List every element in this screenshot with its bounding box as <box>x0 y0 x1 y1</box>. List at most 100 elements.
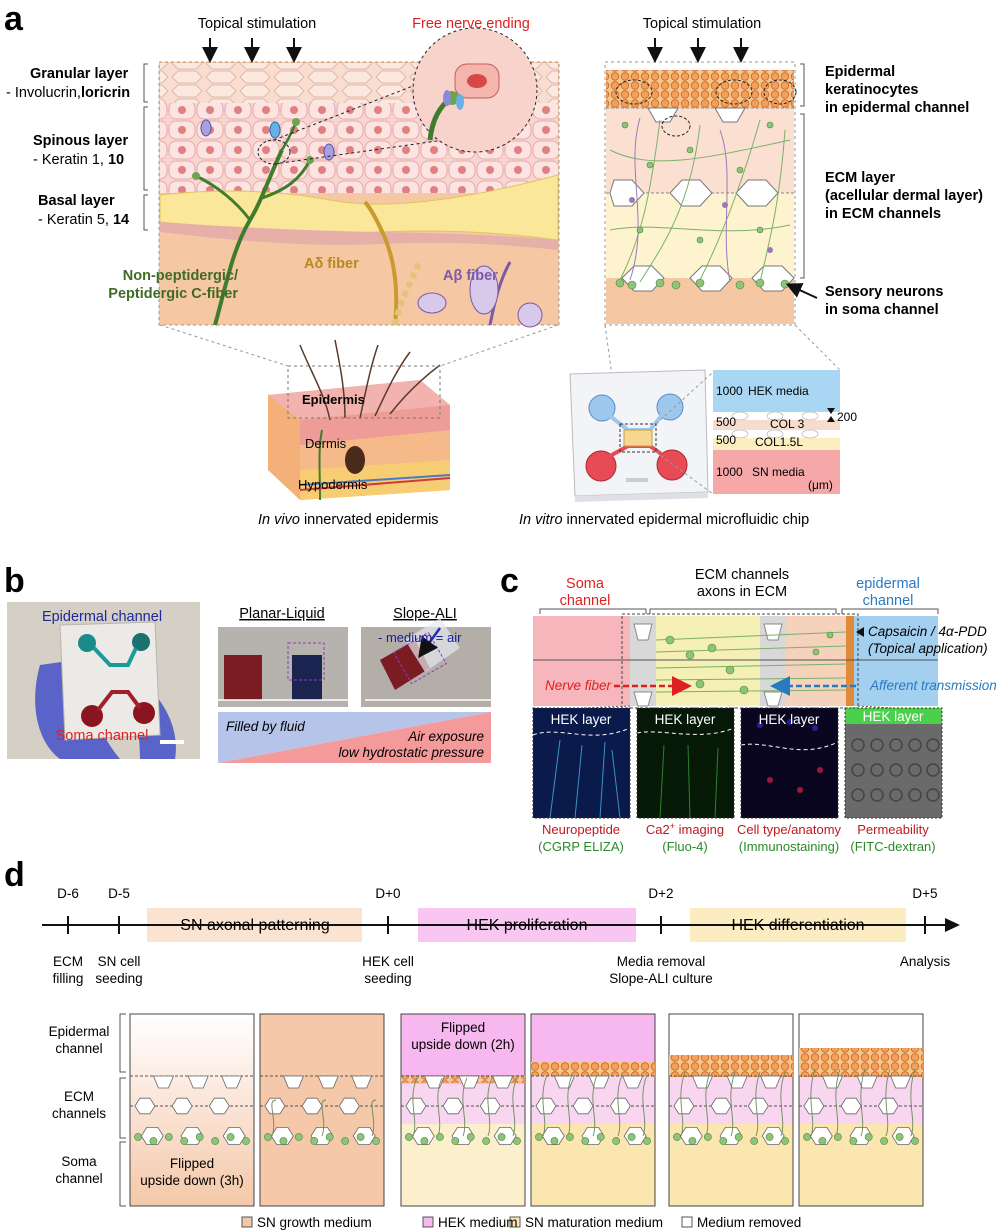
stage-6-neuron-7 <box>895 1133 904 1141</box>
flipped-3h-line-1: Flipped <box>170 1156 214 1171</box>
stage-3-axon-5 <box>512 1077 518 1137</box>
stage-6-neuron-3 <box>833 1133 842 1141</box>
topical-application-label: (Topical application) <box>868 641 988 656</box>
stage-2-top-post-3 <box>351 1075 373 1089</box>
assay-image-neuropeptide <box>532 707 631 819</box>
day-label-3: D+0 <box>375 886 400 901</box>
stage-4-neuron-3 <box>565 1133 574 1141</box>
sensory-neurons-label-2: in soma channel <box>825 302 939 318</box>
slope-ali-photo <box>361 618 491 707</box>
legend-hek: HEK medium <box>438 1215 518 1230</box>
panel-d-letter: d <box>4 856 25 894</box>
assay-4-method: (FITC-dextran) <box>850 839 935 854</box>
stage-5-mid-post-1 <box>673 1097 695 1115</box>
row-label-soma-2: channel <box>55 1171 102 1186</box>
stage-1-neuron-8 <box>242 1137 250 1145</box>
stage-5-neuron-2 <box>688 1137 697 1145</box>
stage-3-mid-post-1 <box>405 1097 427 1115</box>
stage-1-top-post-3 <box>221 1075 243 1089</box>
stage-3-neuron-1 <box>405 1133 413 1141</box>
stage-1-neuron-2 <box>149 1137 158 1145</box>
stage-1-neuron-6 <box>211 1137 220 1145</box>
epidermal-channel-c-label-2: channel <box>863 593 914 609</box>
c-fiber-label-2: Peptidergic C-fiber <box>108 286 238 302</box>
spinous-layer-title: Spinous layer <box>33 133 128 149</box>
stage-5-top-post-3 <box>760 1075 782 1089</box>
stage-3-neuron-8 <box>513 1137 521 1145</box>
assay-3-title: Cell type/anatomy <box>737 822 842 837</box>
a-delta-fiber-label: Aδ fiber <box>304 256 359 272</box>
spinous-layer-markers: - Keratin 1, 10 <box>33 152 124 168</box>
event-2-line-1: SN cell <box>98 954 141 969</box>
granular-layer-markers: - Involucrin,loricrin <box>6 85 130 101</box>
cross-section-num-3: 500 <box>716 433 736 447</box>
event-2-line-2: seeding <box>95 971 142 986</box>
cross-section-num-1: 1000 <box>716 384 743 398</box>
afferent-transmission-label: Afferent transmission <box>869 678 997 693</box>
stage-4-neuron-6 <box>612 1137 621 1145</box>
panel-b-letter: b <box>4 562 25 600</box>
topical-stimulation-right-label: Topical stimulation <box>643 16 761 32</box>
epidermis-label: Epidermis <box>302 392 365 407</box>
hek-layer-label-2: HEK layer <box>655 712 716 727</box>
stage-2-neuron-5 <box>325 1133 334 1141</box>
legend-swatch-removed <box>681 1216 693 1228</box>
stage-2-neuron-8 <box>372 1137 380 1145</box>
stage-1-mid-post-3 <box>208 1097 230 1115</box>
stage-1-neuron-4 <box>180 1137 189 1145</box>
stage-6-axon-1 <box>810 1068 816 1137</box>
assay-1-title: Neuropeptide <box>542 822 620 837</box>
hypodermis-label: Hypodermis <box>298 477 368 492</box>
epidermal-keratinocytes-label-3: in epidermal channel <box>825 100 969 116</box>
flipped-3h-line-2: upside down (3h) <box>140 1173 244 1188</box>
ecm-layer-label-2: (acellular dermal layer) <box>825 188 983 204</box>
chip-cross-section <box>713 370 840 494</box>
stage-4-neuron-4 <box>581 1137 590 1145</box>
stage-6-top-post-3 <box>890 1075 912 1089</box>
stage-5-neuron-1 <box>673 1133 681 1141</box>
planar-liquid-title: Planar-Liquid <box>239 606 324 622</box>
stage-6-mid-post-2 <box>840 1097 862 1115</box>
flipped-2h-line-2: upside down (2h) <box>411 1037 515 1052</box>
ecm-channels-c-label-2: axons in ECM <box>697 584 787 600</box>
air-exposure-label: Air exposure <box>407 729 484 744</box>
stage-2-neuron-7 <box>356 1133 365 1141</box>
stage-4-mid-post-1 <box>535 1097 557 1115</box>
c-fiber-label-1: Non-peptidergic/ <box>123 268 238 284</box>
soma-channel-c-label-1: Soma <box>566 576 605 592</box>
day-label-4: D+2 <box>648 886 673 901</box>
row-label-epidermal-1: Epidermal <box>49 1024 110 1039</box>
event-3-line-2: seeding <box>364 971 411 986</box>
stage-4-axon-2 <box>567 1074 573 1137</box>
stage-5-axon-2 <box>705 1071 711 1137</box>
timeline <box>42 908 960 942</box>
skin-block-illustration <box>268 339 451 501</box>
day-label-5: D+5 <box>912 886 937 901</box>
event-4-line-1: Media removal <box>617 954 706 969</box>
assay-image-immunostaining <box>740 707 839 819</box>
stage-4-axon-3 <box>592 1074 598 1137</box>
stage-5-top-post-2 <box>726 1075 748 1089</box>
epidermal-keratinocytes-label-2: keratinocytes <box>825 82 919 98</box>
stage-3-axon-1 <box>412 1077 418 1137</box>
channel-cross-view <box>533 613 938 709</box>
stage-3-neuron-6 <box>482 1137 491 1145</box>
ecm-layer-label-1: ECM layer <box>825 170 895 186</box>
stage-2-neuron-1 <box>264 1133 272 1141</box>
slope-ali-title: Slope-ALI <box>393 606 457 622</box>
planar-liquid-photo <box>218 627 348 707</box>
stage-5-neuron-4 <box>719 1137 728 1145</box>
stage-4-axon-4 <box>617 1074 623 1137</box>
basal-layer-markers: - Keratin 5, 14 <box>38 212 129 228</box>
phase-sn-axonal-patterning: SN axonal patterning <box>180 917 329 934</box>
stage-3-mid-post-3 <box>479 1097 501 1115</box>
granular-layer-title: Granular layer <box>30 66 129 82</box>
stage-6-neuron-5 <box>864 1133 873 1141</box>
stage-6-mid-post-1 <box>803 1097 825 1115</box>
chip-photo <box>7 602 200 759</box>
stage-3-neuron-4 <box>451 1137 460 1145</box>
stage-5-neuron-5 <box>734 1133 743 1141</box>
stage-3-neuron-7 <box>497 1133 506 1141</box>
topical-stimulation-left-label: Topical stimulation <box>198 16 316 32</box>
